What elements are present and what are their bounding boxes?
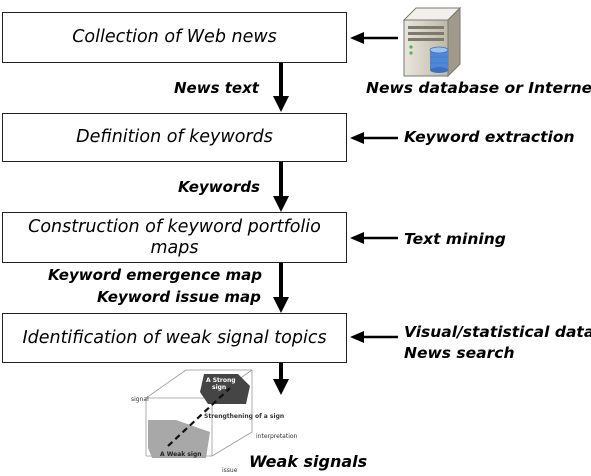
- box-construction-label-line2: maps: [150, 237, 199, 258]
- down-arrow-4: [273, 363, 289, 395]
- cube-label-strong-sign-line1: A Strong: [206, 377, 236, 384]
- box-identification-label: Identification of weak signal topics: [22, 327, 327, 348]
- flow-label-keywords: Keywords: [178, 178, 260, 196]
- box-definition-label: Definition of keywords: [76, 127, 273, 148]
- down-arrow-3: [273, 263, 289, 313]
- cube-axis-interpretation: interpretation: [256, 433, 298, 440]
- weak-signal-cube-figure: signal interpretation issue A Strong sig…: [131, 369, 298, 474]
- cube-axis-issue: issue: [222, 467, 238, 474]
- box-collection-of-web-news: Collection of Web news: [2, 12, 347, 63]
- flow-label-news-text: News text: [174, 79, 259, 97]
- input-label-news-search: News search: [404, 344, 515, 362]
- flow-label-keyword-issue-map: Keyword issue map: [97, 288, 261, 306]
- cube-label-weak-sign: A Weak sign: [160, 451, 202, 458]
- down-arrow-1: [273, 63, 289, 112]
- input-label-text-mining: Text mining: [404, 230, 506, 248]
- down-arrow-2: [273, 162, 289, 212]
- box-construction-label-line1: Construction of keyword portfolio: [28, 217, 321, 238]
- server-database-icon: [402, 6, 462, 78]
- cube-label-strong-sign-line2: sign: [212, 384, 226, 391]
- output-label-weak-signals: Weak signals: [249, 452, 368, 471]
- input-label-keyword-extraction: Keyword extraction: [404, 128, 575, 146]
- left-arrow-1: [350, 32, 398, 44]
- flow-label-keyword-emergence-map: Keyword emergence map: [48, 266, 263, 284]
- left-arrow-3: [350, 232, 398, 244]
- box-collection-label: Collection of Web news: [72, 27, 277, 48]
- box-definition-of-keywords: Definition of keywords: [2, 113, 347, 162]
- input-label-visual-statistical-data: Visual/statistical data: [404, 323, 591, 341]
- cube-label-strengthening: Strengthening of a sign: [204, 413, 284, 420]
- cube-axis-signal: signal: [131, 396, 149, 403]
- left-arrow-4: [350, 331, 398, 343]
- box-construction-of-maps: Construction of keyword portfolio maps: [2, 212, 347, 263]
- left-arrow-2: [350, 132, 398, 144]
- box-identification-weak-signals: Identification of weak signal topics: [2, 313, 347, 363]
- input-label-news-database: News database or Internet: [366, 79, 591, 97]
